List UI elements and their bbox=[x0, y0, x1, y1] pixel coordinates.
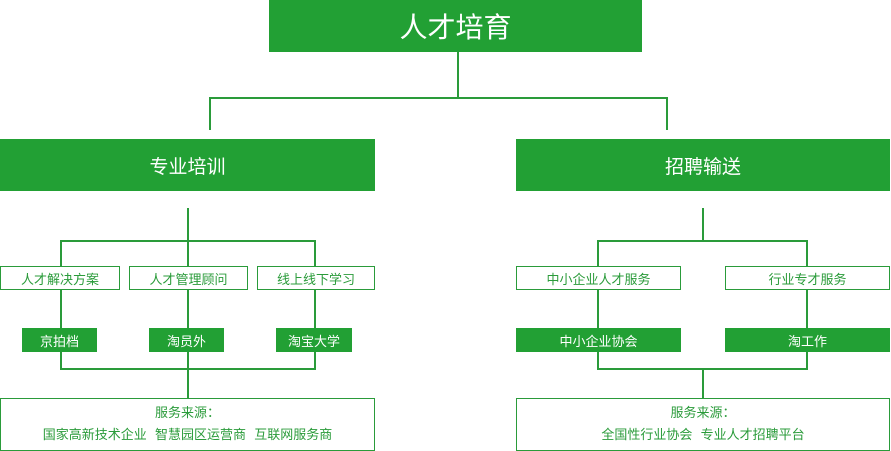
source-box-recruitment: 服务来源： 全国性行业协会 专业人才招聘平台 bbox=[516, 398, 890, 451]
category-sme-talent-service: 中小企业人才服务 bbox=[516, 266, 681, 290]
node-training: 专业培训 bbox=[0, 139, 375, 191]
platform-sme-association: 中小企业协会 bbox=[516, 328, 681, 352]
recruitment-title: 招聘输送 bbox=[664, 155, 741, 178]
source-text: 国家高新技术企业 智慧园区运营商 互联网服务商 bbox=[42, 427, 333, 443]
source-box-training: 服务来源： 国家高新技术企业 智慧园区运营商 互联网服务商 bbox=[0, 398, 375, 451]
source-title: 服务来源： bbox=[670, 405, 736, 421]
category-talent-consulting: 人才管理顾问 bbox=[129, 266, 248, 290]
source-text: 全国性行业协会 专业人才招聘平台 bbox=[601, 427, 805, 443]
category-industry-specialist-service: 行业专才服务 bbox=[725, 266, 890, 290]
category-talent-solutions: 人才解决方案 bbox=[0, 266, 120, 290]
platform-taobao-university: 淘宝大学 bbox=[276, 328, 352, 352]
platform-jingpaidang: 京拍档 bbox=[22, 328, 97, 352]
source-title: 服务来源： bbox=[154, 405, 220, 421]
training-title: 专业培训 bbox=[149, 155, 226, 178]
node-recruitment: 招聘输送 bbox=[516, 139, 890, 191]
category-online-offline-learning: 线上线下学习 bbox=[257, 266, 375, 290]
root-label: 人才培育 bbox=[399, 11, 512, 44]
platform-taoyuanwai: 淘员外 bbox=[149, 328, 224, 352]
root-node: 人才培育 bbox=[269, 0, 642, 52]
platform-taogongzuo: 淘工作 bbox=[725, 328, 890, 352]
